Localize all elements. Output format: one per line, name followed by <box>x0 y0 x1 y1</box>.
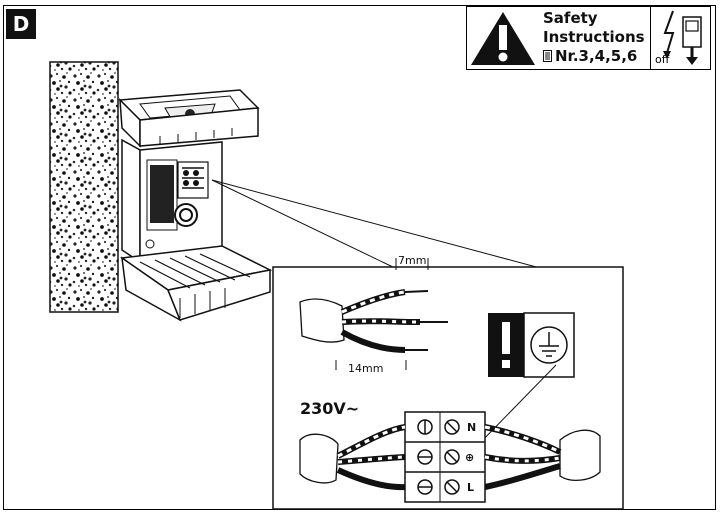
terminal-block <box>299 411 601 503</box>
earth-warning-icon <box>488 312 575 378</box>
safety-instructions-box: Safety Instructions Nr.3,4,5,6 off <box>466 6 711 70</box>
power-off-cell: off <box>650 7 710 69</box>
earth-callout-line <box>477 364 557 446</box>
safety-text: Safety Instructions Nr.3,4,5,6 <box>543 9 645 69</box>
safety-line-1: Safety <box>543 9 598 27</box>
lightning-icon <box>663 10 675 54</box>
callout-line-right <box>211 179 541 269</box>
luminaire-head <box>118 89 260 148</box>
step-letter: D <box>12 12 30 36</box>
warning-triangle-icon <box>471 12 535 65</box>
luminaire-base <box>119 245 273 322</box>
safety-line-2: Instructions <box>543 28 645 46</box>
terminal-label-n: N <box>467 421 476 434</box>
luminaire-body <box>121 138 223 264</box>
switch-off-icon <box>663 10 702 65</box>
callout-line-left <box>211 179 396 269</box>
warning-cell <box>467 7 539 69</box>
jacket-length-label: 14mm <box>348 362 383 375</box>
step-badge: D <box>6 9 36 39</box>
safety-line-3: Nr.3,4,5,6 <box>555 47 638 65</box>
safety-line-3-wrap: Nr.3,4,5,6 <box>543 47 643 66</box>
document-icon <box>543 50 552 62</box>
wall-section <box>49 61 119 313</box>
terminal-label-earth: ⊕ <box>465 451 474 464</box>
strip-length-label: 7mm <box>398 254 426 267</box>
off-label: off <box>655 53 670 66</box>
voltage-label: 230V~ <box>300 399 359 418</box>
stripped-cable-detail <box>299 258 448 370</box>
terminal-label-l: L <box>467 481 474 494</box>
